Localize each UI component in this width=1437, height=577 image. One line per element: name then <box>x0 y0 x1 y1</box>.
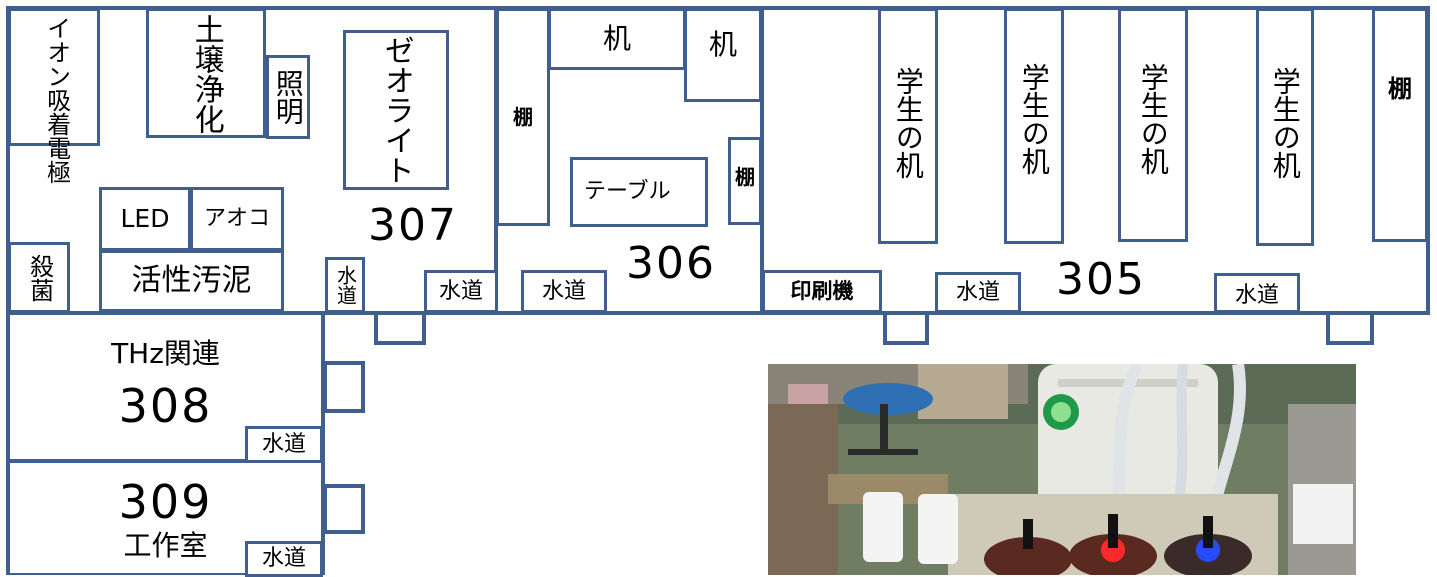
water-tap-305-2-box <box>1214 273 1300 313</box>
desk-306-right-label: 机 <box>708 28 737 62</box>
activated-sludge-label: 活性汚泥 <box>131 263 252 299</box>
pillar-1 <box>374 311 426 345</box>
shelf-306-left-box <box>496 8 550 226</box>
student-desk-2-label: 学生の机 <box>1017 63 1051 175</box>
student-desk-4-box <box>1256 8 1314 246</box>
water-tap-307-box <box>424 270 498 313</box>
aoko-label: アオコ <box>203 206 270 232</box>
pillar-2 <box>883 311 929 345</box>
led-box <box>99 187 191 251</box>
led-label: LED <box>120 203 170 233</box>
desk-306-right-box <box>684 8 762 102</box>
sterilization-label: 殺菌 <box>25 253 54 302</box>
activated-sludge-box <box>99 250 284 312</box>
water-tap-306-box <box>521 270 607 313</box>
shelf-305-label: 棚 <box>1388 75 1412 104</box>
water-tap-307-label: 水道 <box>438 278 483 304</box>
shelf-306-left-label: 棚 <box>513 104 533 129</box>
student-desk-2-box <box>1004 8 1064 244</box>
water-tap-307-small-label: 水道 <box>333 265 358 305</box>
soil-purification-box <box>146 8 266 138</box>
room-number-308: 308 <box>118 378 213 433</box>
pillar-5 <box>323 484 365 534</box>
water-tap-308-box <box>245 426 323 463</box>
water-tap-307-small-box <box>325 257 365 313</box>
ion-electrode-box <box>8 8 100 146</box>
desk-306-top-label: 机 <box>602 22 631 56</box>
water-tap-305-1-label: 水道 <box>955 279 1000 305</box>
lighting-label: 照明 <box>271 69 305 125</box>
room-305-outline <box>760 6 1430 315</box>
water-tap-308-label: 水道 <box>261 431 306 457</box>
room-308-title: THz関連 <box>111 337 220 371</box>
water-tap-305-2-label: 水道 <box>1234 283 1279 309</box>
pillar-4 <box>323 361 365 413</box>
student-desk-1-box <box>878 8 938 244</box>
room-number-305: 305 <box>1056 254 1146 305</box>
water-tap-309-label: 水道 <box>261 546 306 572</box>
table-306-label: テーブル <box>584 179 671 205</box>
pillar-3 <box>1326 311 1374 345</box>
printer-label: 印刷機 <box>790 279 854 304</box>
zeolite-box <box>343 30 449 190</box>
student-desk-4-label: 学生の机 <box>1268 67 1302 179</box>
water-tap-305-1-box <box>935 272 1021 313</box>
student-desk-1-label: 学生の机 <box>891 67 925 179</box>
shelf-305-box <box>1372 8 1428 242</box>
aoko-box <box>190 187 284 251</box>
lighting-box <box>266 55 310 139</box>
printer-box <box>762 270 882 313</box>
soil-purification-label: 土壌浄化 <box>188 14 224 134</box>
room-number-306: 306 <box>626 238 716 289</box>
room-number-307: 307 <box>368 200 458 251</box>
student-desk-3-box <box>1118 8 1188 242</box>
room-309-title: 工作室 <box>123 529 208 563</box>
table-306-box <box>570 157 708 227</box>
lab-equipment-photo <box>768 364 1356 575</box>
ion-electrode-label: イオン吸着電極 <box>42 16 71 184</box>
shelf-306-right-label: 棚 <box>735 164 755 189</box>
shelf-306-right-box <box>728 137 762 225</box>
student-desk-3-label: 学生の机 <box>1136 63 1170 175</box>
zeolite-label: ゼオライト <box>378 35 414 185</box>
sterilization-box <box>8 242 70 313</box>
water-tap-306-label: 水道 <box>541 278 586 304</box>
room-number-309: 309 <box>118 474 213 529</box>
